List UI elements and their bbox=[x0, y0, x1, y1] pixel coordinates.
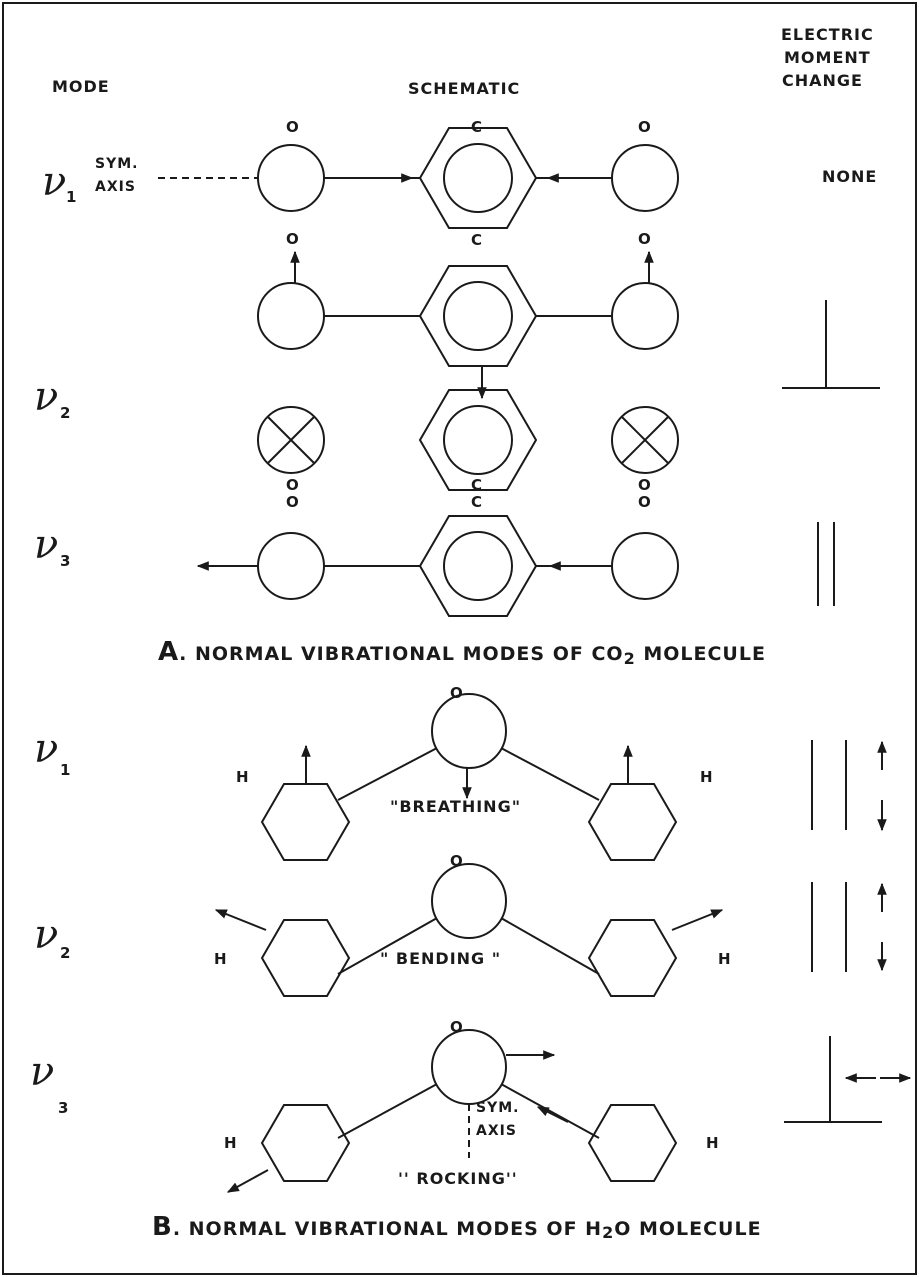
oxygen-atom bbox=[612, 283, 678, 349]
displacement-arrow bbox=[538, 1107, 568, 1122]
mode-name-bending: " BENDING " bbox=[380, 949, 501, 968]
atom-label-o: O bbox=[638, 230, 651, 248]
mode-subscript: 3 bbox=[58, 1099, 68, 1117]
hydrogen-atom bbox=[589, 784, 676, 860]
atom-label-o: O bbox=[638, 493, 651, 511]
oxygen-atom bbox=[612, 145, 678, 211]
displacement-arrow bbox=[216, 910, 266, 930]
mode-name-breathing: "BREATHING" bbox=[390, 797, 521, 816]
atom-label-h: H bbox=[214, 950, 227, 968]
oxygen-atom bbox=[432, 694, 506, 768]
moment-none: NONE bbox=[822, 167, 877, 186]
mode-subscript: 1 bbox=[66, 188, 76, 206]
h2o-mode-1: O ν 1 H H "BREATHING" bbox=[34, 684, 882, 860]
hydrogen-atom bbox=[262, 1105, 349, 1181]
caption-b: B. NORMAL VIBRATIONAL MODES OF H2O MOLEC… bbox=[152, 1212, 762, 1242]
hydrogen-atom bbox=[589, 1105, 676, 1181]
co2-mode-3: O O C C O O ν 3 bbox=[34, 476, 834, 616]
bond bbox=[338, 748, 437, 800]
mode-nu-symbol: ν bbox=[34, 374, 58, 420]
mode-nu-symbol: ν bbox=[30, 1049, 54, 1095]
atom-label-c: C bbox=[471, 476, 482, 494]
header-mode: MODE bbox=[52, 77, 110, 96]
atom-label-h: H bbox=[718, 950, 731, 968]
h2o-mode-3: O ν 3 H H SYM. AXIS '' ROCKING'' bbox=[30, 1018, 910, 1192]
co2-mode-1: ν 1 SYM. AXIS O C O NONE bbox=[42, 118, 877, 228]
atom-label-o: O bbox=[638, 118, 651, 136]
mode-name-rocking: '' ROCKING'' bbox=[398, 1169, 518, 1188]
carbon-atom-ring bbox=[444, 144, 512, 212]
header-electric: ELECTRIC bbox=[781, 25, 874, 44]
sym-axis-label: SYM. bbox=[476, 1100, 519, 1116]
oxygen-atom bbox=[612, 533, 678, 599]
mode-subscript: 2 bbox=[60, 404, 70, 422]
header-change: CHANGE bbox=[782, 71, 863, 90]
mode-nu-symbol: ν bbox=[34, 522, 58, 568]
bond bbox=[501, 918, 599, 974]
bond bbox=[501, 748, 599, 800]
hydrogen-atom bbox=[589, 920, 676, 996]
atom-label-c: C bbox=[471, 231, 482, 249]
mode-nu-symbol: ν bbox=[42, 159, 66, 205]
displacement-arrow bbox=[228, 1170, 268, 1192]
displacement-arrow bbox=[672, 910, 722, 930]
carbon-atom-ring bbox=[444, 282, 512, 350]
atom-label-o: O bbox=[286, 118, 299, 136]
atom-label-h: H bbox=[706, 1134, 719, 1152]
carbon-atom-ring bbox=[444, 532, 512, 600]
bond bbox=[338, 1084, 437, 1138]
oxygen-atom bbox=[432, 1030, 506, 1104]
atom-label-o: O bbox=[286, 476, 299, 494]
co2-mode-2: O C O ν 2 bbox=[34, 230, 880, 490]
atom-label-o: O bbox=[638, 476, 651, 494]
page-border bbox=[3, 3, 916, 1274]
mode-nu-symbol: ν bbox=[34, 912, 58, 958]
atom-label-o: O bbox=[286, 493, 299, 511]
hydrogen-atom bbox=[262, 920, 349, 996]
sym-axis-label: SYM. bbox=[95, 156, 138, 172]
atom-label-h: H bbox=[236, 768, 249, 786]
mode-subscript: 3 bbox=[60, 552, 70, 570]
oxygen-atom bbox=[258, 533, 324, 599]
mode-subscript: 2 bbox=[60, 944, 70, 962]
header-moment: MOMENT bbox=[784, 48, 871, 67]
atom-label-c: C bbox=[471, 493, 482, 511]
mode-nu-symbol: ν bbox=[34, 726, 58, 772]
atom-label-h: H bbox=[224, 1134, 237, 1152]
atom-label-h: H bbox=[700, 768, 713, 786]
h2o-mode-2: O ν 2 H H " BENDING " bbox=[34, 852, 882, 996]
hydrogen-atom bbox=[262, 784, 349, 860]
oxygen-atom bbox=[258, 145, 324, 211]
sym-axis-label: AXIS bbox=[476, 1123, 517, 1139]
atom-label-o: O bbox=[286, 230, 299, 248]
oxygen-atom bbox=[432, 864, 506, 938]
mode-subscript: 1 bbox=[60, 761, 70, 779]
oxygen-atom bbox=[258, 283, 324, 349]
sym-axis-label: AXIS bbox=[95, 179, 136, 195]
header-schematic: SCHEMATIC bbox=[408, 79, 520, 98]
carbon-atom-ring bbox=[444, 406, 512, 474]
caption-a: A. NORMAL VIBRATIONAL MODES OF CO2 MOLEC… bbox=[158, 637, 766, 668]
